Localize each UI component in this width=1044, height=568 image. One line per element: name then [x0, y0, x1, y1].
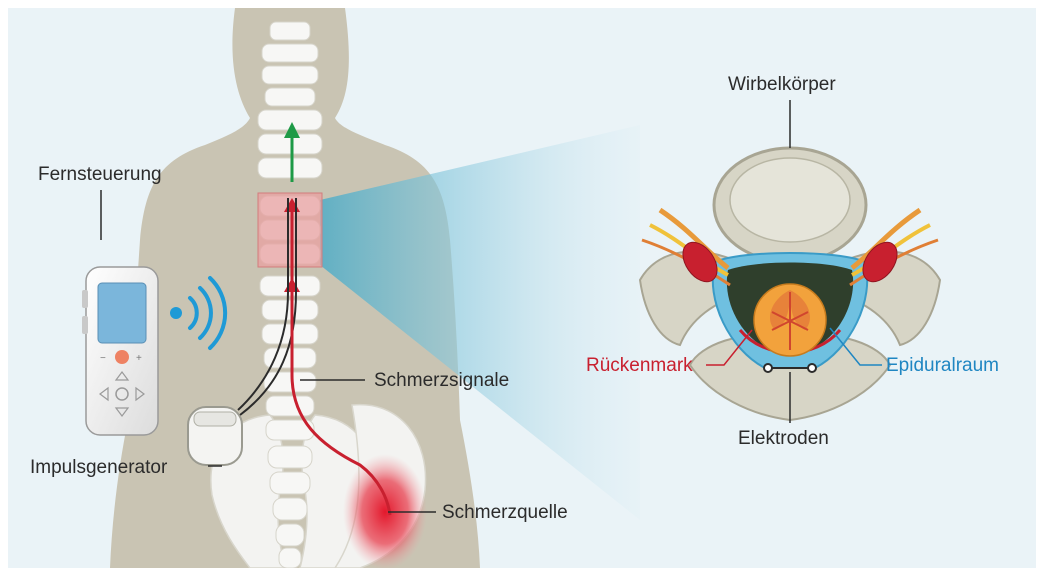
impulse-generator-icon [188, 407, 242, 465]
label-spinal-cord: Rückenmark [586, 355, 693, 376]
remote-control-icon: − + [82, 267, 158, 435]
label-pain-source: Schmerzquelle [442, 502, 568, 523]
label-impulse-generator: Impulsgenerator [30, 457, 168, 478]
svg-text:+: + [136, 353, 142, 364]
label-pain-signals: Schmerzsignale [374, 370, 509, 391]
label-vertebral-body: Wirbelkörper [728, 74, 836, 95]
label-epidural-space: Epiduralraum [886, 355, 999, 376]
pain-source-glow [343, 454, 427, 568]
svg-text:−: − [100, 353, 106, 364]
label-electrodes: Elektroden [738, 428, 829, 449]
label-remote: Fernsteuerung [38, 164, 162, 185]
